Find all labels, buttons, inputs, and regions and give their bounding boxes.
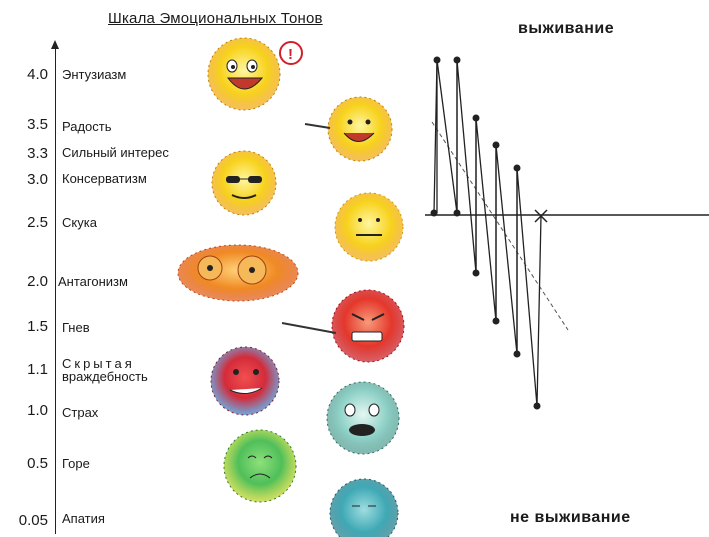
fear-creature [327,382,399,454]
survival-graph [425,57,709,410]
enthusiasm-creature: ! [208,38,302,110]
trend-line [432,122,568,330]
conservatism-creature [212,151,276,215]
boredom-creature [335,193,403,261]
svg-text:!: ! [288,46,293,63]
grief-creature [224,430,296,502]
anger-creature [282,290,404,362]
joy-creature [305,97,392,161]
antagonism-creature [178,245,298,301]
hostility-creature [211,347,279,415]
apathy-creature [330,479,398,537]
oscillation-path [434,60,541,406]
graph-points [431,57,541,410]
